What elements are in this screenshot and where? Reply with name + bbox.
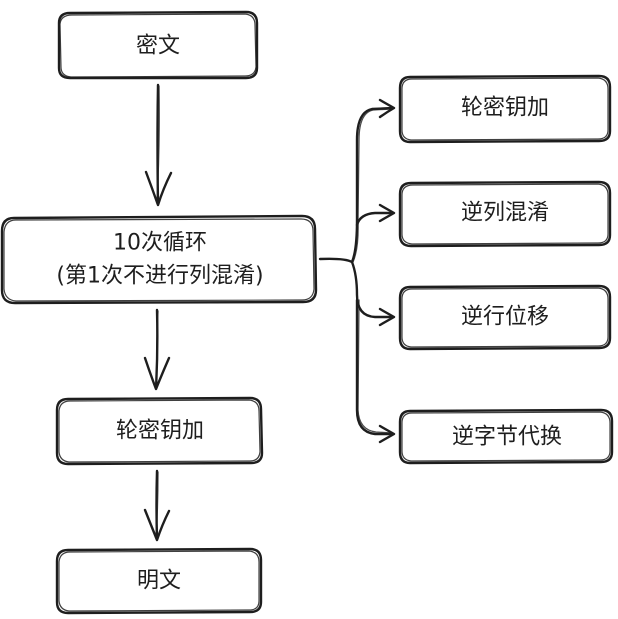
node-step-inv-shift-rows: 逆行位移 <box>398 284 612 351</box>
loop-title-label: 10次循环 <box>113 231 207 256</box>
arrow-loop-to-add-round-key <box>143 308 171 391</box>
node-ciphertext: 密文 <box>57 10 259 80</box>
node-step-inv-sub-bytes: 逆字节代换 <box>398 408 614 465</box>
step-add-round-key-label: 轮密钥加 <box>461 96 549 121</box>
arrow-add-round-key-to-plaintext <box>143 469 171 542</box>
node-step-add-round-key: 轮密钥加 <box>398 74 612 144</box>
ciphertext-label: 密文 <box>136 34 180 59</box>
plaintext-label: 明文 <box>137 569 181 594</box>
arrow-ciphertext-to-loop <box>144 83 173 207</box>
node-plaintext: 明文 <box>55 547 263 615</box>
connector-loop-to-steps <box>318 98 396 444</box>
node-add-round-key-final: 轮密钥加 <box>55 396 264 466</box>
node-step-inv-mix-columns: 逆列混淆 <box>398 180 612 248</box>
step-inv-sub-bytes-label: 逆字节代换 <box>452 425 562 450</box>
loop-note-label: (第1次不进行列混淆) <box>56 264 263 289</box>
add-round-key-final-label: 轮密钥加 <box>116 419 204 444</box>
step-inv-shift-rows-label: 逆行位移 <box>461 305 549 330</box>
node-round-loop: 10次循环 (第1次不进行列混淆) <box>0 214 318 305</box>
step-inv-mix-columns-label: 逆列混淆 <box>461 201 549 226</box>
